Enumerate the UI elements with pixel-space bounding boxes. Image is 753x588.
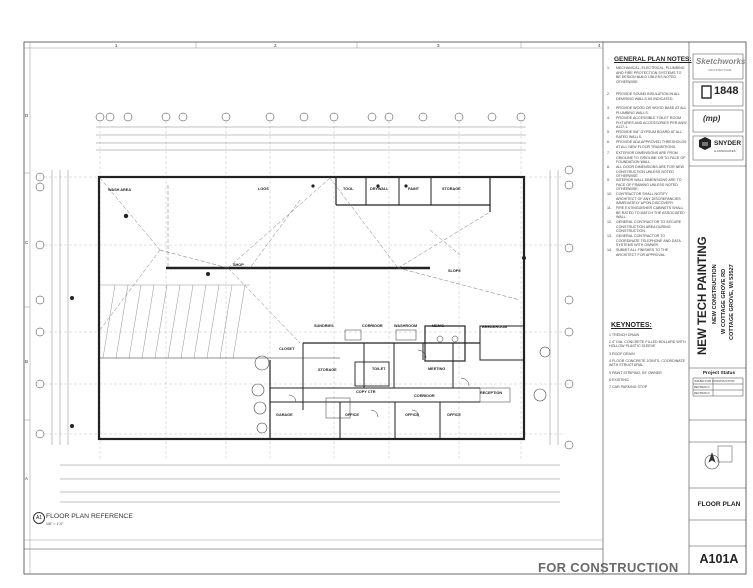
snyder-logo: SNYDER: [714, 140, 742, 147]
room-tool: TOOL: [343, 187, 354, 191]
note-item: 5.PROVIDE 5/8" GYPSUM BOARD AT ALL RATED…: [607, 130, 682, 139]
note-item: 14.SUBMIT ALL FINISHES TO THE ARCHITECT …: [607, 248, 669, 257]
note-item: 12.GENERAL CONTRACTOR TO SECURE CONSTRUC…: [607, 220, 682, 234]
drawing-ref-title: FLOOR PLAN REFERENCE: [46, 513, 133, 520]
sheet-title: FLOOR PLAN: [697, 501, 741, 508]
grid-col-4: 4: [598, 43, 601, 48]
keynotes-title: KEYNOTES:: [611, 322, 652, 329]
room-shop: SHOP: [233, 263, 244, 267]
columns-structural: [70, 184, 526, 428]
grid-row-a: A: [25, 476, 28, 481]
project-sub-1: NEW CONSTRUCTION: [712, 264, 718, 324]
keynote-item: 6 EXISTING: [609, 378, 629, 382]
grid-col-1: 1: [115, 43, 118, 48]
drawing-ref-scale: 1/8" = 1'-0": [46, 522, 64, 526]
grid-row-b: B: [25, 359, 28, 364]
mp-logo: (mp): [703, 114, 721, 123]
room-toilet: TOILET: [372, 367, 386, 371]
grid-col-2: 2: [274, 43, 277, 48]
room-reception: RECEPTION: [480, 391, 502, 395]
note-item: 2.PROVIDE SOUND INSULATION IN ALL DEMISI…: [607, 92, 681, 101]
row-ticks: [24, 42, 31, 574]
note-item: 3.PROVIDE WOOD OR WOOD BASE AT ALL PLUMB…: [607, 106, 687, 115]
grid-col-3: 3: [437, 43, 440, 48]
fixtures: [288, 329, 511, 419]
room-closet: CLOSET: [279, 347, 295, 351]
b1848-logo-mark: [701, 85, 712, 99]
room-corridor: CORRIDOR: [362, 324, 383, 328]
room-breakroom: BREAKROOM: [482, 325, 507, 329]
note-item: 9.INTERIOR WALL DIMENSIONS ARE TO FACE O…: [607, 178, 682, 192]
grid-row-d: D: [25, 113, 29, 118]
grid-bubbles-left: [35, 172, 45, 439]
project-sub-2: W COTTAGE GROVE RD: [721, 268, 727, 334]
slope-lines: [99, 177, 521, 344]
room-washroom: WASHROOM: [394, 324, 417, 328]
grid-bubbles-right: [564, 165, 574, 450]
room-drywall: DRYWALL: [370, 187, 389, 191]
column-ticks: [24, 42, 603, 49]
note-item: 13.GENERAL CONTRACTOR TO COORDINATE TELE…: [607, 234, 681, 248]
note-item: 1.MECHANICAL, ELECTRICAL, PLUMBING AND F…: [607, 66, 685, 84]
keynote-item: 5 PAINT STRIPING, BY OWNER: [609, 371, 662, 375]
room-wash-area: WASH AREA: [108, 188, 131, 192]
project-status-row: REVISION 2: [694, 391, 710, 395]
keynote-item: 3 ROOF DRAIN: [609, 352, 635, 356]
bay-hatch: [100, 284, 250, 359]
building-walls: [97, 175, 526, 441]
snyder-logo-mark: [699, 137, 711, 150]
room-paint: PAINT: [408, 187, 420, 191]
project-status-row: REVISION 1: [694, 385, 710, 389]
grid-bubbles-top: [95, 112, 526, 122]
room-garage: GARAGE: [276, 413, 293, 417]
note-item: 7.EXTERIOR DIMENSIONS ARE FROM GRIDLINE …: [607, 151, 686, 165]
sketchworks-logo: Sketchworks: [696, 57, 746, 66]
sheet-border: [23, 41, 747, 575]
project-status-title: Project Status: [702, 371, 736, 376]
room-copy-ctr: COPY CTR: [356, 390, 376, 394]
room-office-2: OFFICE: [405, 413, 419, 417]
dimension-strings: [51, 126, 560, 503]
snyder-sub: & ASSOCIATES: [714, 149, 736, 153]
room-slope: SLOPE: [448, 269, 461, 273]
keynote-item: 1 TRENCH DRAIN: [609, 333, 640, 337]
note-item: 6.PROVIDE ADA APPROVED THRESHOLDS AT ALL…: [607, 140, 687, 149]
keynote-item: 2 4" DIA. CONCRETE FILLED BOLLARD WITH H…: [609, 340, 686, 349]
room-sundries: SUNDRIES: [314, 324, 334, 328]
note-item: 8.ALL DOOR DIMENSIONS ARE FOR NEW CONSTR…: [607, 165, 684, 179]
room-meeting: MEETING: [428, 367, 445, 371]
room-corridor-2: CORRIDOR: [414, 394, 435, 398]
project-title: NEW TECH PAINTING: [697, 236, 709, 355]
keynote-item: 4 FLOOR CONCRETE JOINTS, COORDINATE WITH…: [609, 359, 686, 368]
room-logs: LOGS: [258, 187, 269, 191]
keynote-item: 7 CAR PARKING STOP: [609, 385, 648, 389]
note-item: 4.PROVIDE ACCESSIBLE TOILET ROOM FIXTURE…: [607, 116, 687, 130]
sheet-number: A101A: [699, 552, 739, 566]
sketchworks-sub: ARCHITECTURE: [708, 68, 732, 72]
note-item: 10.CONTRACTOR SHALL NOTIFY ARCHITECT OF …: [607, 192, 681, 206]
note-item: 11.FIRE EXTINGUISHER CABINETS SHALL BE R…: [607, 206, 685, 220]
grid-lines: [44, 121, 565, 460]
drawing-ref-number: A1: [33, 512, 45, 524]
room-office-3: OFFICE: [447, 413, 461, 417]
construction-stamp: FOR CONSTRUCTION: [538, 560, 679, 575]
general-notes-title: GENERAL PLAN NOTES:: [614, 56, 692, 63]
room-storage-2: STORAGE: [318, 368, 337, 372]
project-status-row: ISSUED FOR CONSTRUCTION: [694, 379, 735, 383]
b1848-logo: 1848: [714, 85, 739, 97]
room-office-1: OFFICE: [345, 413, 359, 417]
landscape-shrubs: [251, 346, 551, 434]
project-sub-3: COTTAGE GROVE, WI 53527: [729, 264, 735, 340]
room-storage: STORAGE: [442, 187, 461, 191]
north-arrow: [704, 452, 720, 470]
room-mens: MEN'S: [432, 324, 444, 328]
titleblock-lines: [689, 53, 746, 547]
grid-row-c: C: [25, 240, 29, 245]
